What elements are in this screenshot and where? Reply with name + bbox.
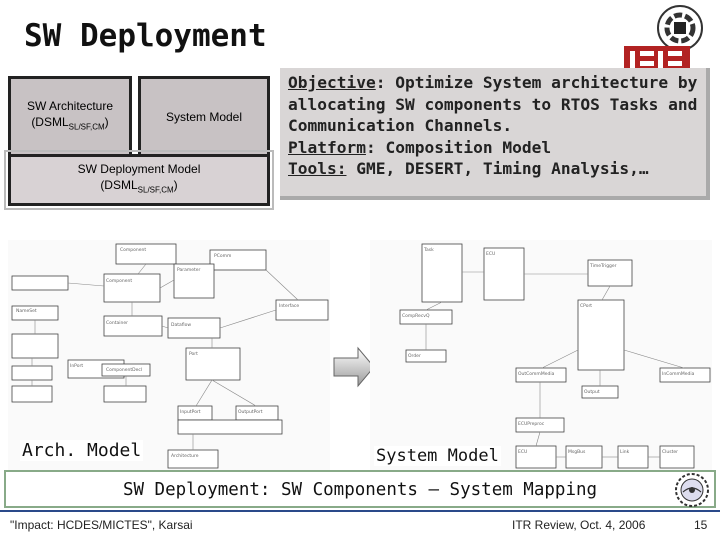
footer-right-text: ITR Review, Oct. 4, 2006 — [512, 518, 646, 532]
sw-deployment-model-label: SW Deployment Model — [77, 162, 201, 177]
svg-text:Link: Link — [620, 449, 630, 455]
svg-text:InputPort: InputPort — [180, 409, 201, 415]
svg-text:Dataflow: Dataflow — [171, 322, 191, 328]
platform-text: : Composition Model — [365, 137, 552, 157]
page-number: 15 — [694, 518, 708, 532]
svg-text:InCommMedia: InCommMedia — [662, 371, 695, 377]
svg-text:Port: Port — [189, 351, 198, 357]
svg-text:Interface: Interface — [279, 303, 299, 309]
objective-text: : Optimize System architecture by alloca… — [288, 73, 698, 135]
svg-text:Parameter: Parameter — [177, 267, 201, 273]
platform-label: Platform — [288, 137, 366, 157]
svg-text:Cluster: Cluster — [662, 449, 678, 455]
footer-bar — [0, 510, 720, 540]
svg-text:CPort: CPort — [580, 303, 592, 309]
slide-title: SW Deployment — [24, 18, 267, 54]
sw-deployment-model-dsml: (DSMLSL/SF,CM) — [100, 178, 178, 195]
objective-label: Objective — [288, 73, 376, 92]
sw-architecture-dsml: (DSMLSL/SF,CM) — [31, 115, 109, 132]
svg-text:NameSet: NameSet — [16, 308, 37, 314]
tools-text: GME, DESERT, Timing Analysis,… — [346, 159, 649, 178]
svg-text:Component: Component — [120, 247, 146, 253]
sw-architecture-label: SW Architecture — [26, 99, 114, 114]
svg-text:Architecture: Architecture — [171, 453, 199, 459]
mapping-text: SW Deployment: SW Components – System Ma… — [122, 480, 598, 500]
footer-left-text: "Impact: HCDES/MICTES", Karsai — [10, 518, 193, 532]
svg-text:CompRecvQ: CompRecvQ — [402, 313, 430, 319]
svg-text:Output: Output — [584, 389, 600, 395]
svg-text:Task: Task — [423, 247, 434, 253]
svg-text:TimeTrigger: TimeTrigger — [589, 263, 617, 269]
svg-text:ECUPreproc: ECUPreproc — [518, 421, 545, 427]
system-model-label: System Model — [165, 110, 243, 124]
svg-text:PComm: PComm — [214, 253, 231, 259]
arch-model-label: Arch. Model — [20, 440, 144, 461]
svg-text:ECU: ECU — [486, 251, 495, 257]
svg-text:MsgBus: MsgBus — [568, 449, 586, 455]
system-model-box: System Model — [138, 76, 270, 158]
sw-architecture-box: SW Architecture (DSMLSL/SF,CM) — [8, 76, 132, 158]
svg-text:ComponentDecl: ComponentDecl — [106, 367, 142, 373]
mapping-arrow-icon — [332, 346, 376, 388]
sw-deployment-model-box: SW Deployment Model (DSMLSL/SF,CM) — [8, 154, 270, 206]
system-metamodel-diagram: Task ECU TimeTrigger CompRecvQ CPort Ord… — [370, 240, 712, 470]
svg-text:InPort: InPort — [70, 363, 83, 369]
svg-text:ECU: ECU — [518, 449, 527, 455]
arch-metamodel-diagram: Component PComm Component Parameter Name… — [8, 240, 330, 470]
tools-label: Tools: — [288, 159, 347, 178]
objective-panel: Objective: Optimize System architecture … — [280, 68, 710, 200]
svg-text:Component: Component — [106, 278, 132, 284]
svg-text:Order: Order — [408, 353, 421, 359]
deployment-box-frame — [4, 150, 274, 210]
svg-text:Container: Container — [106, 320, 128, 326]
nsf-logo-icon — [674, 472, 710, 508]
system-model-caption: System Model — [374, 446, 501, 466]
svg-text:OutCommMedia: OutCommMedia — [518, 371, 555, 377]
svg-text:OutputPort: OutputPort — [238, 409, 263, 415]
mapping-banner: SW Deployment: SW Components – System Ma… — [4, 470, 716, 508]
